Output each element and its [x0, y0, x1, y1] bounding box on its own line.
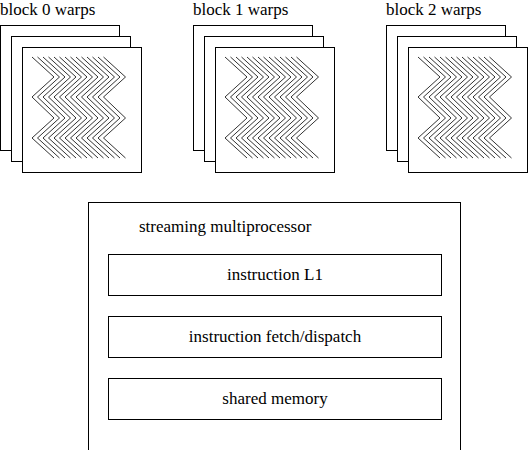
unit-label: streaming multiprocessor [139, 217, 311, 237]
unit-label: shared memory [222, 389, 327, 409]
warp-card [216, 48, 335, 173]
thread-zigzag [104, 57, 126, 158]
unit-label: instruction L1 [227, 265, 323, 285]
unit-box: instruction L1 [108, 254, 442, 296]
warp-cards [1, 26, 142, 173]
streaming-multiprocessor: streaming multiprocessor instruction L1 in… [88, 202, 461, 450]
thread-zigzag [490, 57, 512, 158]
unit-label: instruction fetch/dispatch [189, 327, 361, 347]
block-label: block 1 warps [193, 0, 288, 20]
unit-box: shared memory [108, 378, 442, 420]
warp-stack: block 0 warps [0, 0, 141, 170]
warp-cards [387, 26, 528, 173]
unit-box: instruction fetch/dispatch [108, 316, 442, 358]
block-label: block 0 warps [0, 0, 95, 20]
block-label: block 2 warps [386, 0, 481, 20]
warp-stack: block 1 warps [193, 0, 334, 170]
warp-stack: block 2 warps [386, 0, 528, 170]
warp-card [23, 48, 142, 173]
thread-zigzag [297, 57, 319, 158]
warp-card [409, 48, 528, 173]
warp-cards [194, 26, 335, 173]
